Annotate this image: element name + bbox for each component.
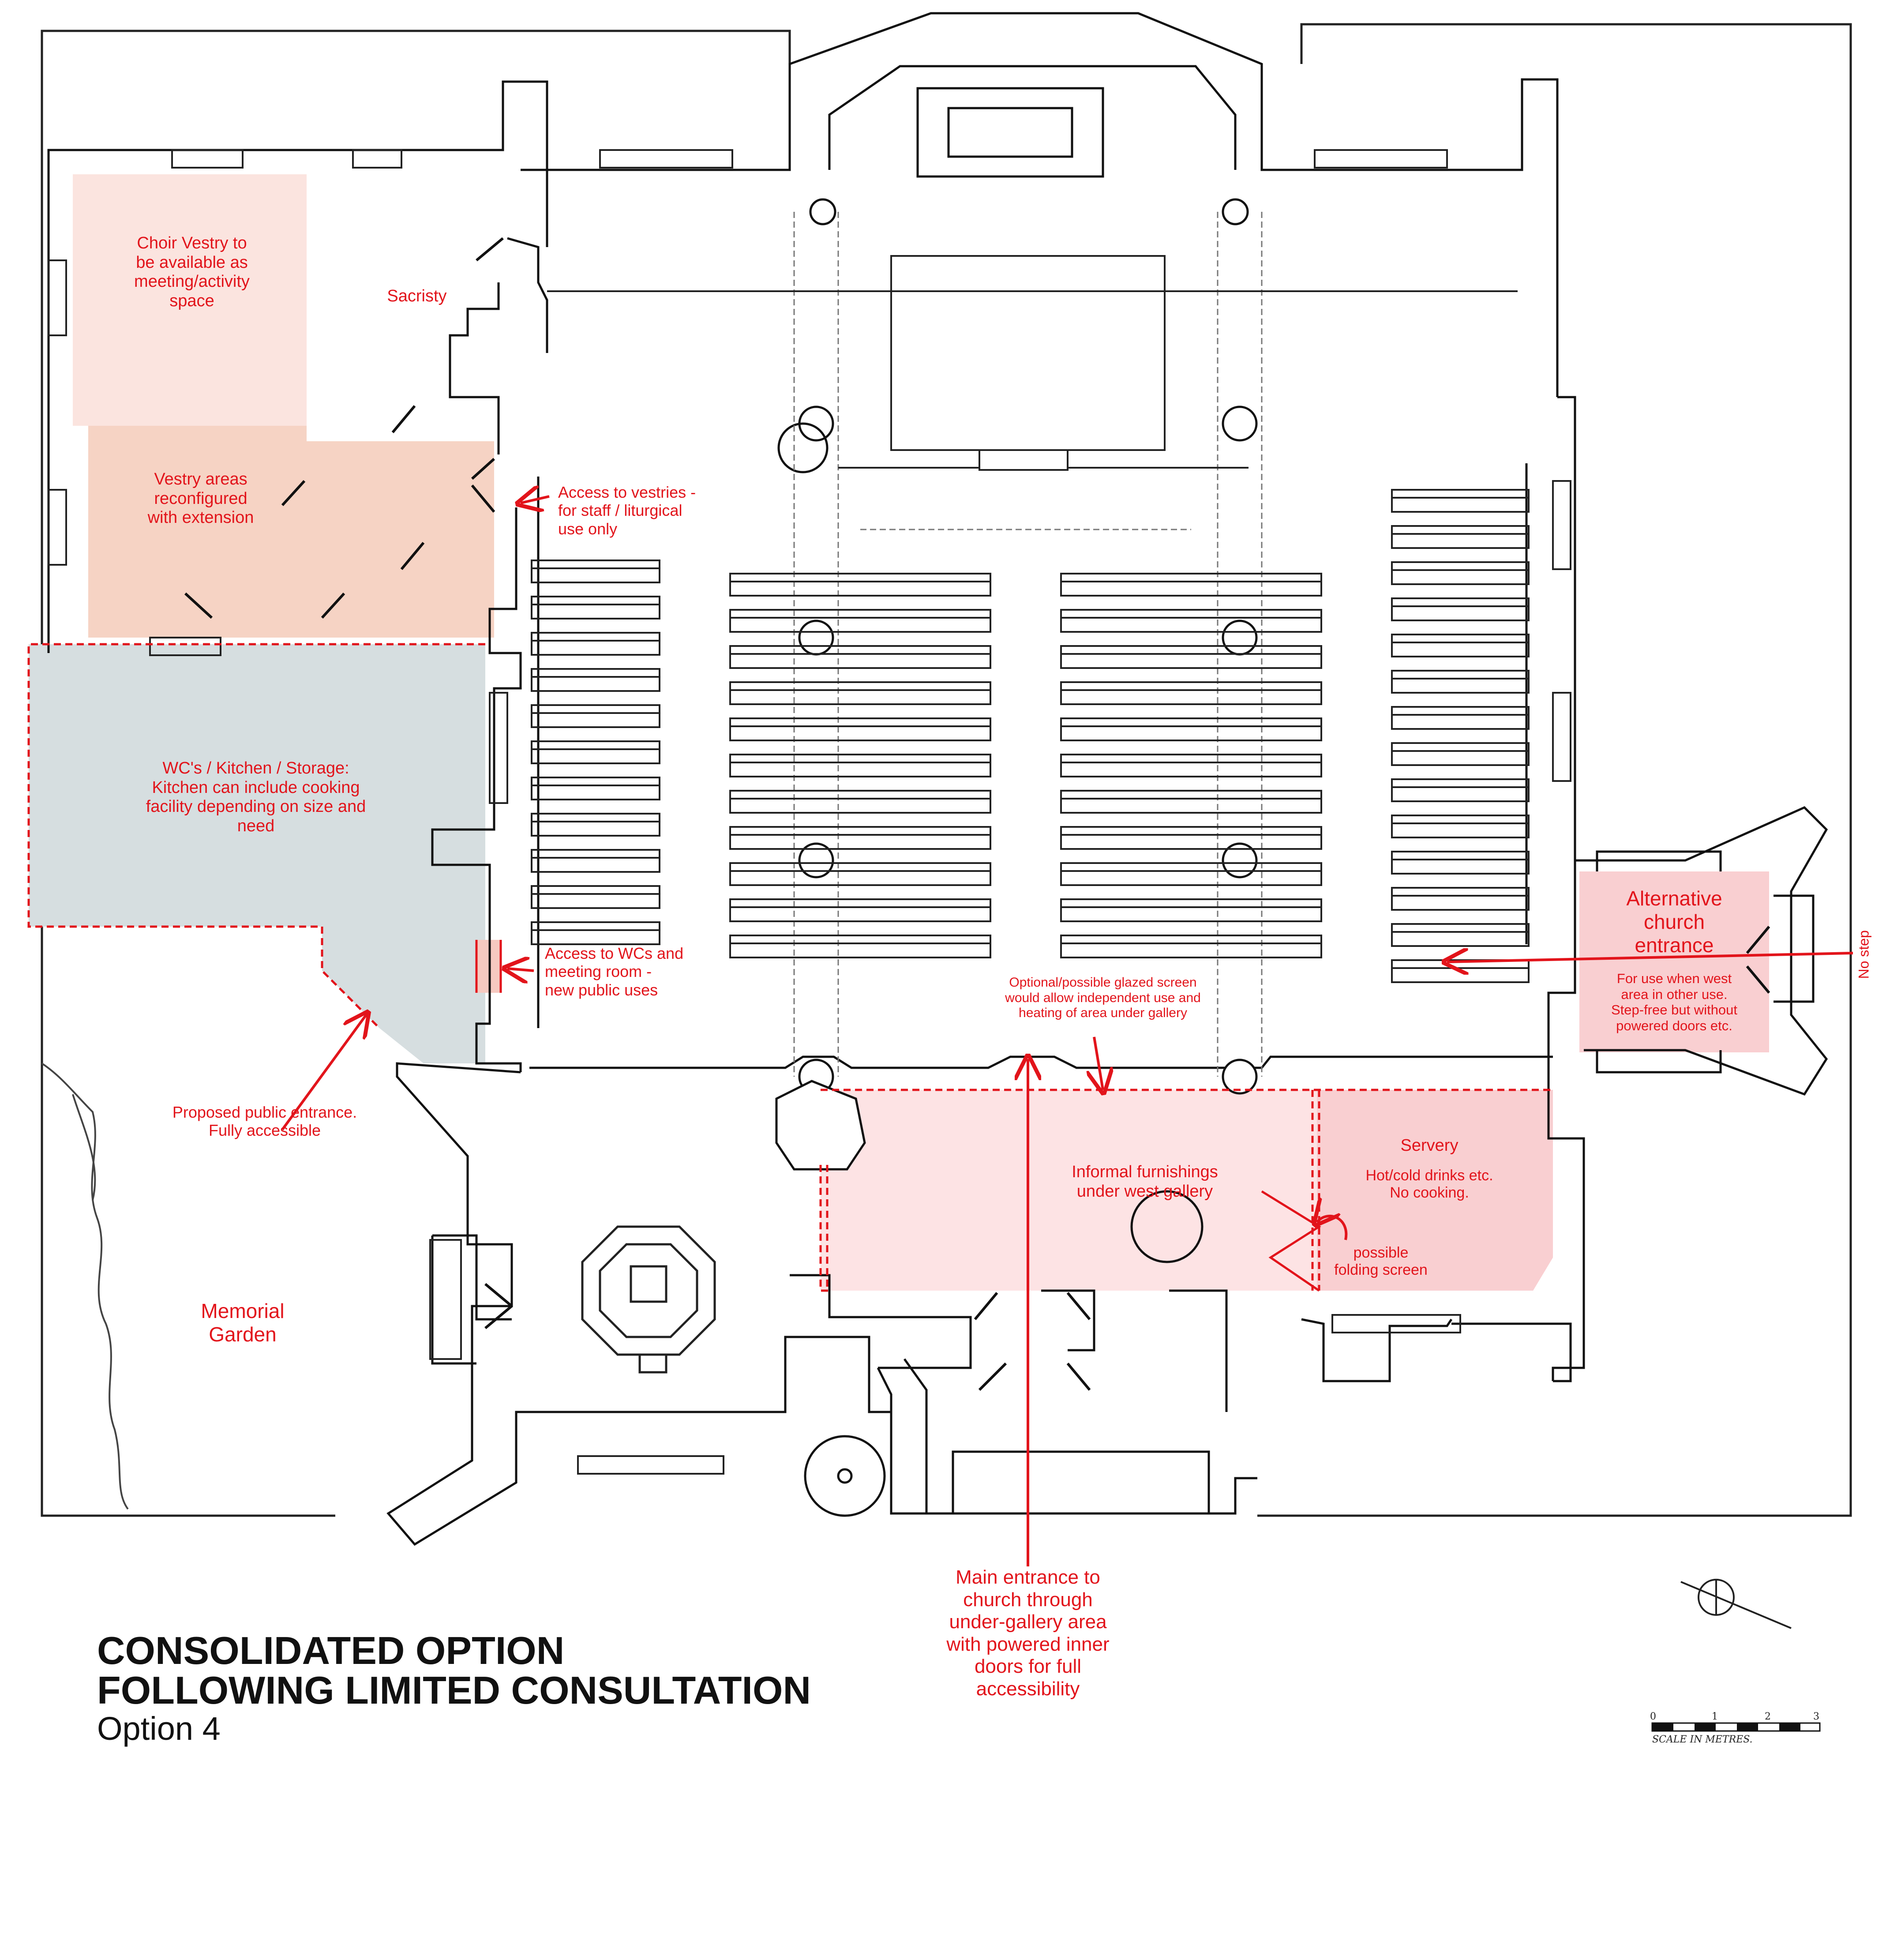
pew-32 [1060, 935, 1322, 958]
font [581, 1225, 716, 1374]
pew-4 [531, 704, 660, 728]
pew-27 [1060, 754, 1322, 777]
pew-42 [1391, 815, 1530, 838]
wc-kitchen-zone [29, 644, 485, 1063]
pew-3 [531, 668, 660, 692]
informal-furnishings-label: Informal furnishings under west gallery [1072, 1163, 1218, 1201]
pew-18 [729, 826, 991, 850]
pew-8 [531, 849, 660, 873]
scale-caption: SCALE IN METRES. [1652, 1734, 1753, 1745]
pew-24 [1060, 645, 1322, 669]
servery-note: Hot/cold drinks etc. No cooking. [1365, 1167, 1493, 1202]
pew-33 [1391, 489, 1530, 513]
pew-12 [729, 609, 991, 633]
pew-37 [1391, 634, 1530, 657]
pew-35 [1391, 561, 1530, 585]
public-entrance-arrow [281, 1015, 366, 1130]
wc-access-arrow [507, 969, 534, 971]
pew-45 [1391, 923, 1530, 947]
pew-19 [729, 862, 991, 886]
pew-22 [1060, 573, 1322, 597]
pew-21 [729, 935, 991, 958]
pew-17 [729, 790, 991, 814]
vestry-access-arrow [521, 496, 550, 503]
vestry-areas-zone [88, 426, 494, 638]
alt-entrance-arrow [1447, 953, 1853, 962]
pew-20 [729, 898, 991, 922]
proposed-entrance-label: Proposed public entrance. Fully accessib… [172, 1103, 357, 1140]
windows [48, 149, 1571, 1475]
under-gallery-zone [821, 1090, 1317, 1291]
site-boundary [41, 23, 1852, 1517]
pew-28 [1060, 790, 1322, 814]
pew-31 [1060, 898, 1322, 922]
servery-zone [1317, 1090, 1553, 1291]
sacristy-label: Sacristy [387, 287, 447, 305]
vestry-areas-label: Vestry areas reconfigured with extension [147, 470, 254, 527]
pew-43 [1391, 851, 1530, 875]
proposal-outlines [27, 643, 1553, 1292]
pew-13 [729, 645, 991, 669]
pews [531, 489, 1530, 983]
pew-6 [531, 777, 660, 800]
column-grid [793, 212, 1263, 1077]
pew-25 [1060, 681, 1322, 705]
pew-38 [1391, 670, 1530, 694]
pew-2 [531, 632, 660, 656]
wc-kitchen-label: WC's / Kitchen / Storage: Kitchen can in… [146, 759, 366, 836]
memorial-garden-label: Memorial Garden [201, 1299, 285, 1346]
garden-boundary [41, 1063, 129, 1510]
pew-23 [1060, 609, 1322, 633]
folding-screen-label: possible folding screen [1334, 1244, 1428, 1279]
pew-15 [729, 717, 991, 741]
pew-0 [531, 559, 660, 583]
folding-screen-arrow [1317, 1216, 1348, 1240]
pew-11 [729, 573, 991, 597]
glazed-screen-arrow [1094, 1036, 1103, 1090]
scale-tick-3: 3 [1813, 1711, 1819, 1722]
pew-41 [1391, 778, 1530, 802]
pew-34 [1391, 525, 1530, 549]
pew-40 [1391, 742, 1530, 766]
glazed-screen-label: Optional/possible glazed screen would al… [1005, 975, 1201, 1020]
doors [184, 237, 1770, 1391]
choir-vestry-zone [73, 174, 307, 426]
sanctuary-furnishings [547, 255, 1518, 471]
scale-bar [1651, 1722, 1821, 1732]
title-line-3: Option 4 [97, 1710, 221, 1747]
title-line-2: FOLLOWING LIMITED CONSULTATION [97, 1668, 811, 1712]
vestry-access-label: Access to vestries - for staff / liturgi… [558, 483, 696, 538]
pew-7 [531, 813, 660, 837]
scale-tick-1: 1 [1712, 1711, 1718, 1722]
annotation-arrows [281, 496, 1853, 1566]
scale-tick-0: 0 [1650, 1711, 1656, 1722]
pew-10 [531, 921, 660, 945]
alt-entrance-note: For use when west area in other use. Ste… [1611, 971, 1738, 1033]
pew-39 [1391, 706, 1530, 730]
pew-16 [729, 754, 991, 777]
pew-1 [531, 596, 660, 620]
no-step-label: No step [1856, 930, 1872, 979]
servery-title: Servery [1400, 1136, 1459, 1155]
pew-29 [1060, 826, 1322, 850]
zones [29, 174, 1769, 1291]
pew-9 [531, 885, 660, 909]
main-entrance-label: Main entrance to church through under-ga… [946, 1566, 1110, 1700]
wc-access-label: Access to WCs and meeting room - new pub… [545, 944, 684, 999]
pew-26 [1060, 717, 1322, 741]
pew-46 [1391, 959, 1530, 983]
alt-entrance-title: Alternative church entrance [1626, 887, 1722, 957]
alt-entrance-zone [1579, 871, 1769, 1052]
pew-30 [1060, 862, 1322, 886]
scale-tick-2: 2 [1765, 1711, 1771, 1722]
title-line-1: CONSOLIDATED OPTION [97, 1629, 565, 1672]
pew-14 [729, 681, 991, 705]
north-arrow-icon [1680, 1579, 1792, 1629]
pew-44 [1391, 887, 1530, 911]
choir-vestry-label: Choir Vestry to be available as meeting/… [134, 234, 250, 311]
pew-36 [1391, 597, 1530, 621]
pew-5 [531, 740, 660, 764]
columns [775, 198, 1258, 1171]
